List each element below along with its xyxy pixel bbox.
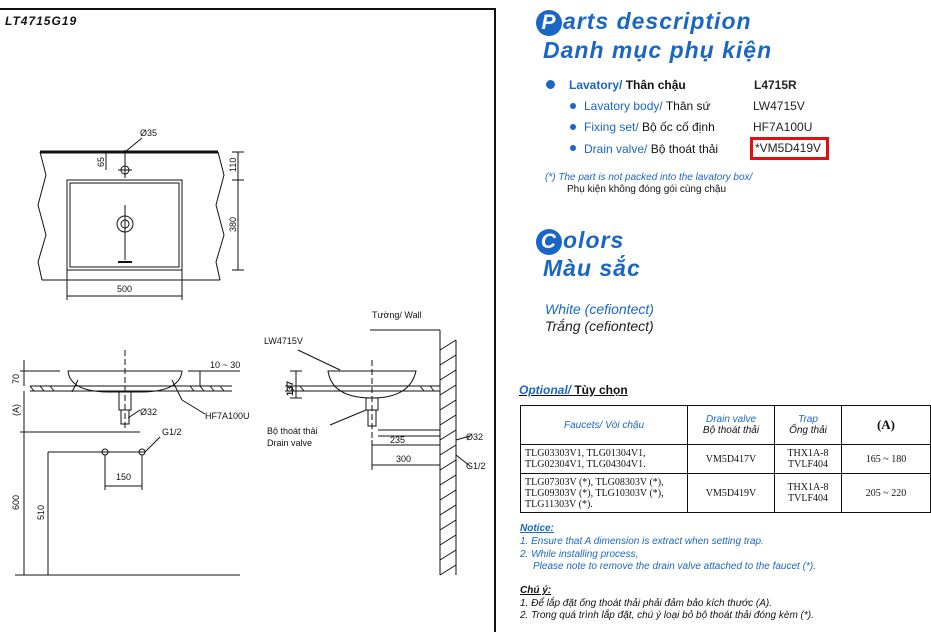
dim-70: 70 bbox=[11, 374, 21, 384]
dim-a: (A) bbox=[11, 404, 21, 416]
model-code: LT4715G19 bbox=[5, 14, 78, 28]
row-0-faucets: TLG03303V1, TLG01304V1, TLG02304V1, TLG0… bbox=[520, 444, 688, 474]
dim-300: 300 bbox=[396, 454, 411, 464]
dim-65: 65 bbox=[96, 157, 106, 167]
bullet-item-1 bbox=[570, 124, 576, 130]
colors-heading-vn: Màu sắc bbox=[543, 255, 641, 281]
parts-note-vn: Phụ kiện không đóng gói cùng chậu bbox=[567, 184, 727, 195]
dim-600: 600 bbox=[11, 495, 21, 510]
side-g12: G1/2 bbox=[466, 461, 486, 471]
part-item-0: Lavatory body/ Thân sứ bbox=[584, 99, 711, 113]
table-row: TLG03303V1, TLG01304V1, TLG02304V1, TLG0… bbox=[520, 444, 931, 474]
front-g12: G1/2 bbox=[162, 427, 182, 437]
part-item-1-code: HF7A100U bbox=[753, 120, 813, 134]
bullet-item-2 bbox=[570, 145, 576, 151]
row-1-faucets: TLG07303V (*), TLG08303V (*), TLG09303V … bbox=[520, 473, 688, 513]
bullet-item-0 bbox=[570, 103, 576, 109]
dim-110: 110 bbox=[228, 158, 238, 172]
wall-label: Tường/ Wall bbox=[372, 310, 422, 320]
drain-label-vn: Bộ thoát thải bbox=[267, 426, 318, 436]
technical-drawing-panel bbox=[0, 8, 496, 632]
parts-note-en: (*) The part is not packed into the lava… bbox=[545, 172, 753, 183]
parts-heading-vn: Danh mục phụ kiện bbox=[543, 37, 773, 63]
header-a: (A) bbox=[841, 405, 931, 445]
part-item-2-code-highlight: *VM5D419V bbox=[750, 137, 830, 160]
dim-150: 150 bbox=[116, 472, 131, 482]
dim-10-30: 10 ~ 30 bbox=[210, 360, 240, 370]
dim-380: 380 bbox=[228, 217, 238, 232]
body-label: LW4715V bbox=[264, 336, 303, 346]
color-white-en: White (cefiontect) bbox=[545, 301, 654, 317]
notice-line3: Please note to remove the drain valve at… bbox=[533, 561, 816, 572]
row-0-a: 165 ~ 180 bbox=[841, 444, 931, 474]
bullet-main bbox=[546, 80, 555, 89]
colors-dropcap: C bbox=[536, 229, 562, 255]
fixing-label: HF7A100U bbox=[205, 411, 250, 421]
dim-510: 510 bbox=[36, 505, 46, 520]
technical-drawing: Ø35 65 110 380 500 70 10 ~ 30 (A) HF7A10… bbox=[11, 128, 486, 576]
part-main: Lavatory/ Thân chậu bbox=[569, 78, 686, 92]
dim-500: 500 bbox=[117, 284, 132, 294]
part-item-2: Drain valve/ Bộ thoát thải bbox=[584, 142, 719, 156]
colors-heading-en: olors bbox=[563, 227, 625, 253]
notice-title: Notice: bbox=[520, 523, 554, 534]
part-item-0-code: LW4715V bbox=[753, 99, 805, 113]
row-1-drain: VM5D419V bbox=[687, 473, 775, 513]
row-1-a: 205 ~ 220 bbox=[841, 473, 931, 513]
dim-137: 137 bbox=[285, 381, 295, 396]
front-outlet-dia: Ø32 bbox=[140, 407, 157, 417]
notice-title-vn: Chú ý: bbox=[520, 585, 552, 596]
notice-vn2: 2. Trong quá trình lắp đặt, chú ý loại b… bbox=[520, 610, 814, 621]
part-main-code: L4715R bbox=[754, 78, 797, 92]
parts-heading-en: arts description bbox=[563, 8, 752, 34]
table-row: TLG07303V (*), TLG08303V (*), TLG09303V … bbox=[520, 473, 931, 513]
parts-dropcap: P bbox=[536, 10, 562, 36]
row-0-trap: THX1A-8 TVLF404 bbox=[774, 444, 842, 474]
row-1-trap: THX1A-8 TVLF404 bbox=[774, 473, 842, 513]
dim-hole-dia: Ø35 bbox=[140, 128, 157, 138]
notice-line2: 2. While installing process, bbox=[520, 549, 639, 560]
dim-235: 235 bbox=[390, 435, 405, 445]
side-outlet-dia: Ø32 bbox=[466, 432, 483, 442]
optional-title: Optional/ Tùy chọn bbox=[519, 383, 628, 397]
row-0-drain: VM5D417V bbox=[687, 444, 775, 474]
drain-label-en: Drain valve bbox=[267, 438, 312, 448]
notice-line1: 1. Ensure that A dimension is extract wh… bbox=[520, 536, 764, 547]
color-white-vn: Trắng (cefiontect) bbox=[545, 318, 654, 334]
part-item-1: Fixing set/ Bộ ốc cố định bbox=[584, 120, 715, 134]
header-faucets: Faucets/ Vòi chậu bbox=[520, 405, 688, 445]
notice-vn1: 1. Để lắp đặt ống thoát thải phải đảm bả… bbox=[520, 598, 772, 609]
